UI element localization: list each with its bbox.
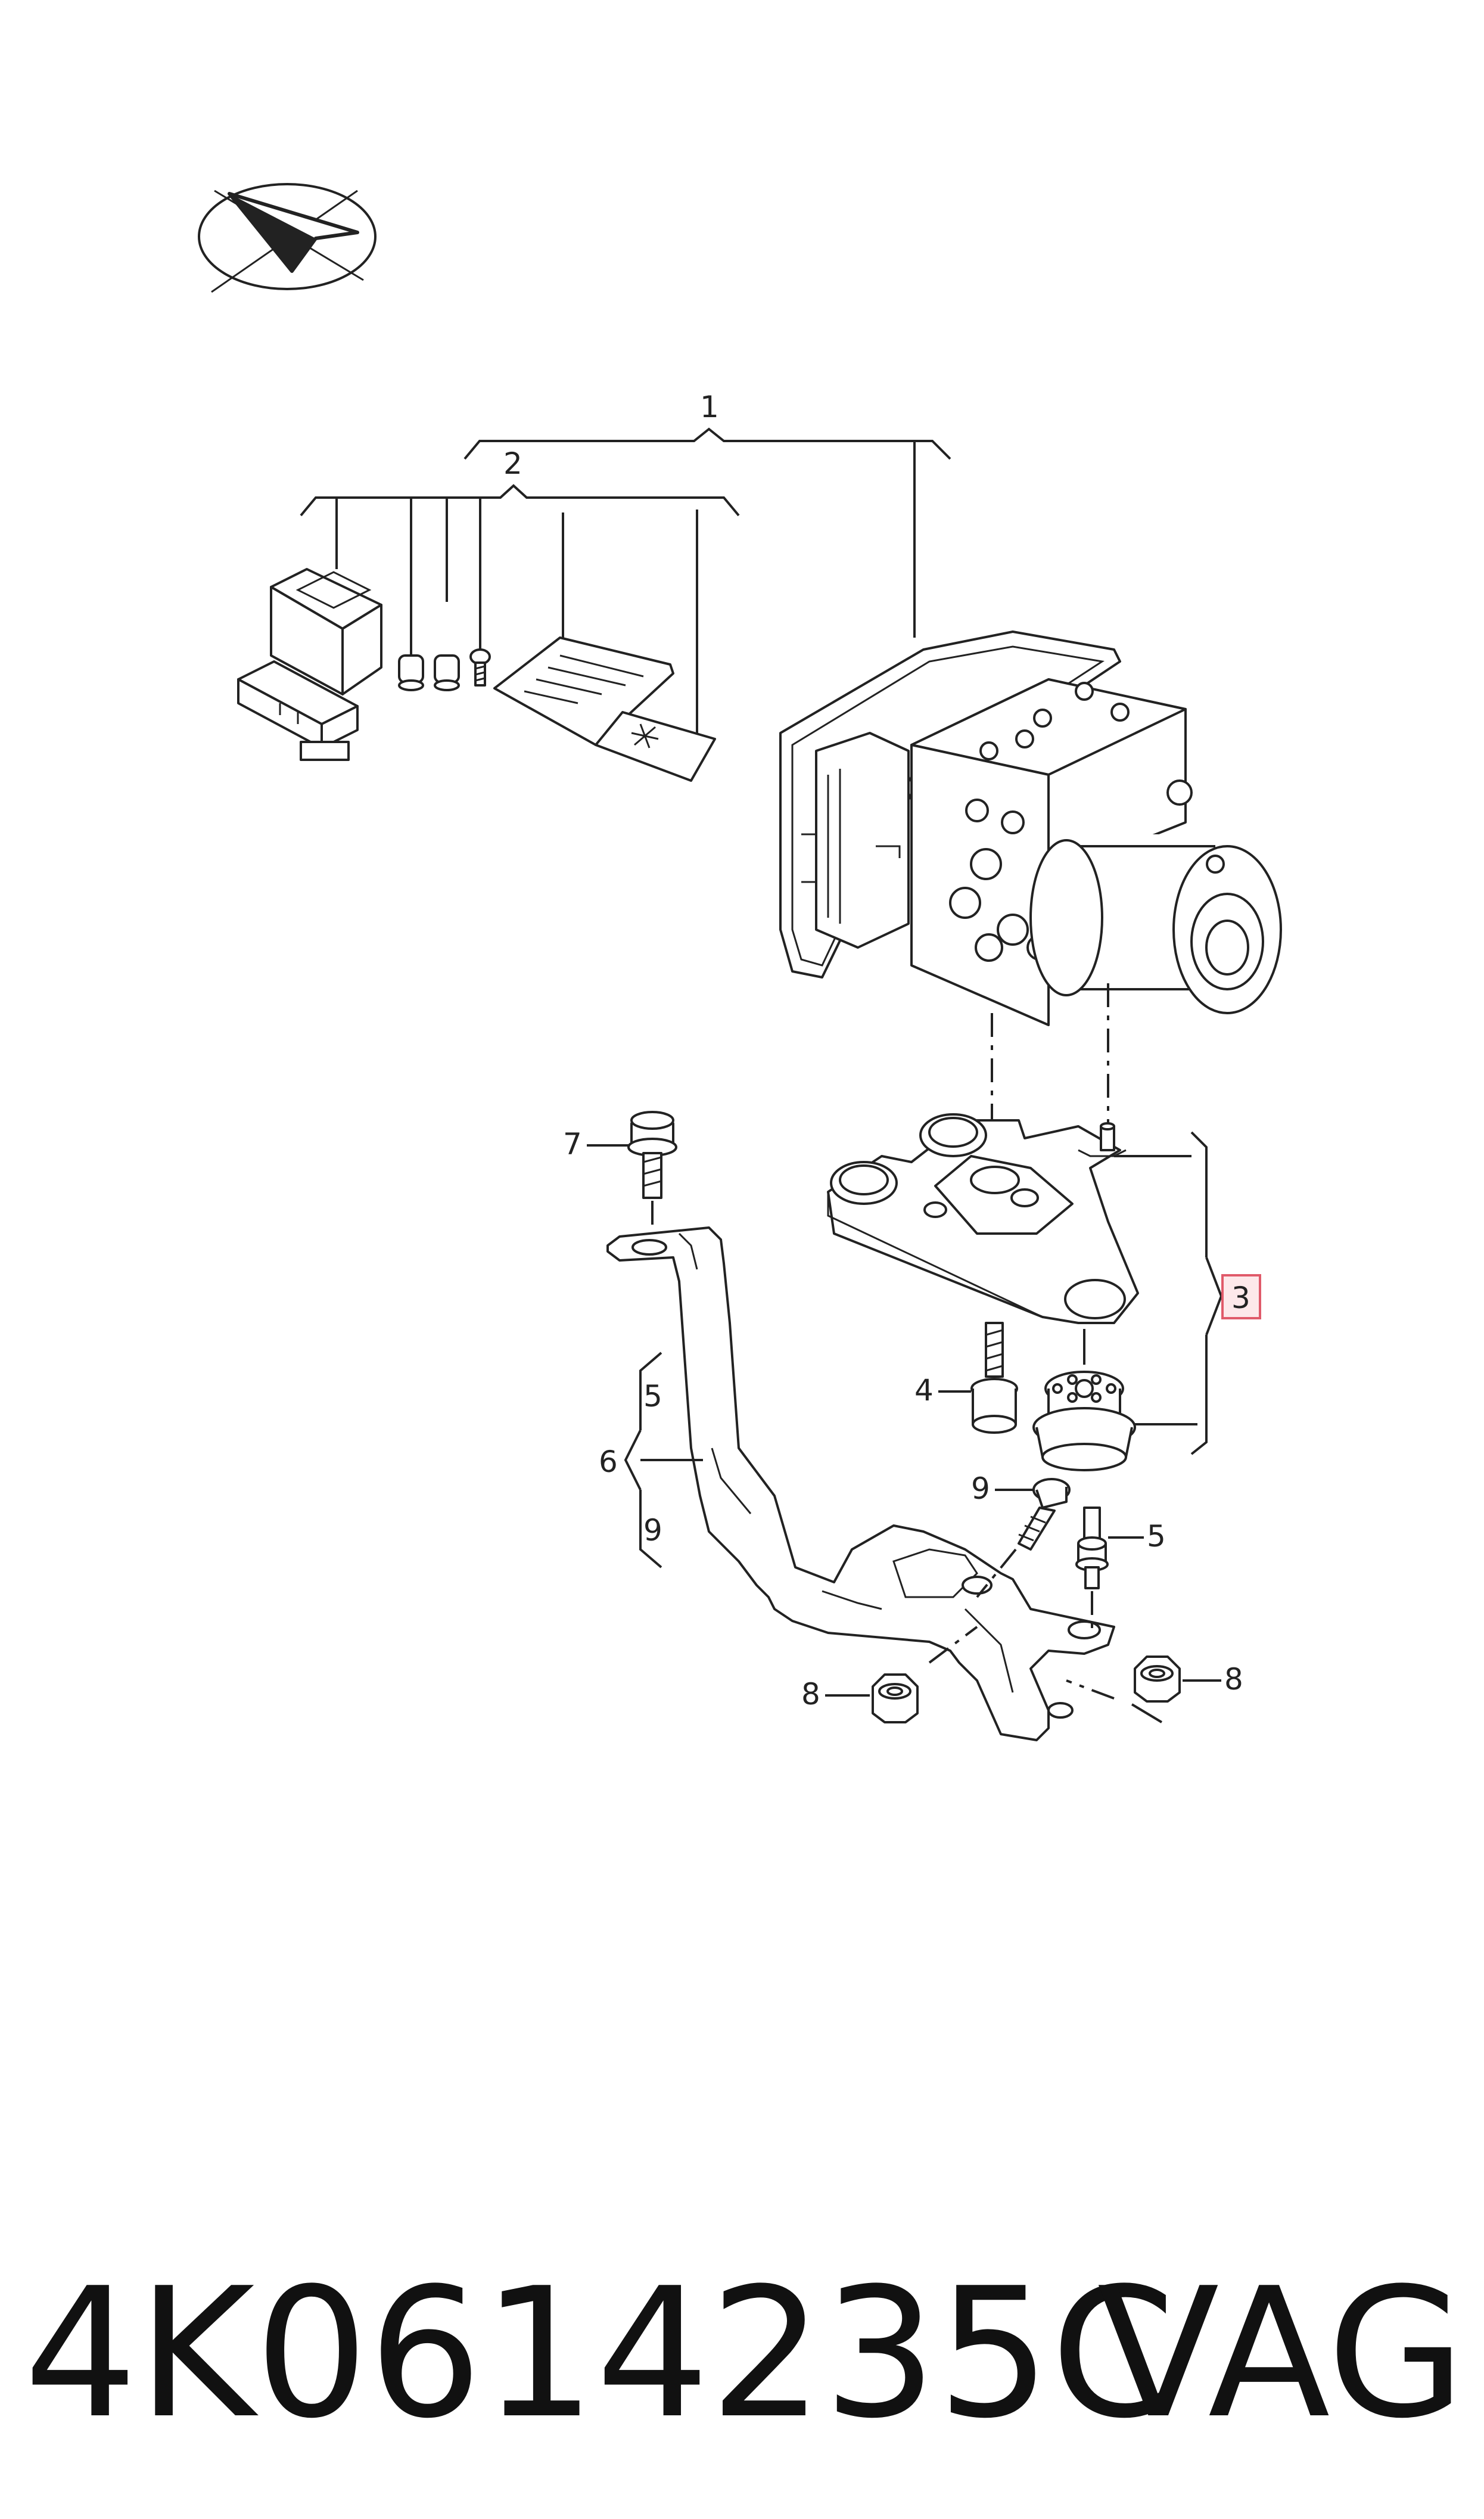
callout-4[interactable]: 4	[914, 1373, 934, 1408]
abs-hydraulic-unit	[779, 630, 1282, 1026]
callout-5[interactable]: 5	[1147, 1519, 1166, 1554]
mounting-plate	[827, 1113, 1139, 1324]
rubber-mount-part	[1032, 1329, 1136, 1471]
nut-part	[1066, 1655, 1181, 1723]
bolt-part	[1075, 1507, 1109, 1633]
callout-9[interactable]: 9	[971, 1471, 990, 1506]
callout-6[interactable]: 6	[599, 1445, 618, 1479]
callout-3-box[interactable]	[1221, 1274, 1261, 1319]
callout-3[interactable]: 3	[1231, 1281, 1250, 1315]
callout-2[interactable]: 2	[503, 446, 522, 481]
instruction-sheet	[493, 636, 716, 782]
callout-1[interactable]: 1	[700, 390, 719, 424]
callout-8[interactable]: 8	[1224, 1662, 1243, 1697]
bolt-part	[970, 1322, 1018, 1434]
callout-7[interactable]: 7	[563, 1127, 582, 1161]
paper-plane-logo-icon	[198, 183, 377, 293]
control-module-part	[237, 568, 382, 761]
footer: 4K0614235C VAG	[24, 2241, 1466, 2467]
support-bracket	[606, 1226, 1115, 1741]
brand-name: VAG	[1097, 2250, 1466, 2458]
bracket-6	[624, 1352, 703, 1568]
callout-8[interactable]: 8	[801, 1677, 820, 1712]
bolt-part	[976, 1478, 1071, 1598]
bolt-part	[627, 1111, 677, 1240]
screw-part	[398, 648, 491, 691]
callout-5[interactable]: 5	[643, 1379, 662, 1414]
bracket-1	[463, 427, 951, 638]
bracket-2	[300, 484, 740, 733]
nut-part	[872, 1626, 978, 1723]
part-number: 4K0614235C	[24, 2250, 1176, 2458]
callout-9[interactable]: 9	[643, 1513, 662, 1548]
